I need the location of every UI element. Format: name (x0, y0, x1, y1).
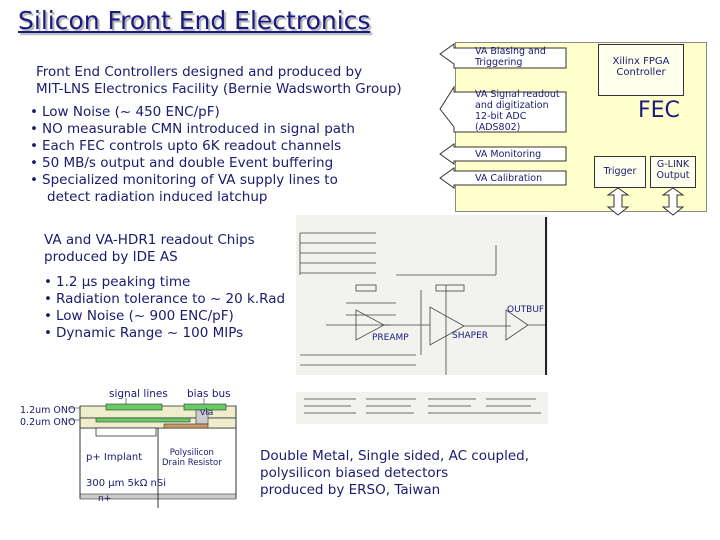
detector-line-2: polysilicon biased detectors (260, 465, 449, 481)
detector-cross-section (68, 398, 237, 508)
va-schematic (296, 215, 548, 375)
signal-text: 12-bit ADC (475, 111, 527, 122)
feature-list: Low Noise (~ 450 ENC/pF) NO measurable C… (30, 104, 355, 206)
fpga-controller-box: Xilinx FPGA Controller (598, 44, 684, 96)
signal-text: Triggering (475, 57, 523, 68)
p-implant (95, 427, 157, 437)
fpga-label-2: Controller (616, 67, 666, 78)
trigger-label: Trigger (603, 166, 637, 177)
fec-label: FEC (638, 98, 680, 123)
polysilicon-resistor (163, 423, 209, 429)
va-feature-item: Dynamic Range ~ 100 MIPs (44, 325, 285, 342)
va-feature-list: 1.2 µs peaking time Radiation tolerance … (44, 274, 285, 342)
feature-item: NO measurable CMN introduced in signal p… (30, 121, 355, 138)
io-arrows (606, 188, 685, 216)
signal-line-metal (105, 403, 163, 411)
feature-item: Low Noise (~ 450 ENC/pF) (30, 104, 355, 121)
schematic-drawing (299, 217, 547, 375)
arrow-va-biasing (439, 43, 567, 69)
fec-signal-arrows (439, 43, 567, 189)
glink-label-2: Output (656, 170, 690, 181)
detector-line-3: produced by ERSO, Taiwan (260, 482, 441, 498)
outbuf-label: OUTBUF (507, 305, 545, 315)
substrate-label: 300 µm 5kΩ nSi (86, 478, 166, 489)
signal-va-biasing: VA Biasing and Triggering (475, 46, 546, 68)
glink-label-1: G-LINK (656, 159, 690, 170)
signal-text: and digitization (475, 100, 549, 111)
preamp-label: PREAMP (372, 333, 409, 343)
trigger-arrow (606, 188, 630, 216)
parameter-strip (296, 392, 548, 424)
trigger-box: Trigger (594, 156, 646, 188)
va-chip-text: VA and VA-HDR1 readout Chips produced by… (44, 232, 255, 266)
signal-text: VA Biasing and (475, 46, 546, 57)
parameter-text-lines (304, 398, 541, 414)
implant-label: p+ Implant (86, 452, 143, 463)
shaper-label: SHAPER (452, 331, 489, 341)
fpga-label-1: Xilinx FPGA (612, 56, 670, 67)
bias-bus-label: bias bus (187, 388, 231, 400)
va-feature-item: Radiation tolerance to ~ 20 k.Rad (44, 291, 285, 308)
arrow-va-monitoring (439, 143, 567, 165)
arrow-va-calibration (439, 167, 567, 189)
intro-line-1: Front End Controllers designed and produ… (36, 64, 363, 80)
resistor-label-line: Drain Resistor (162, 458, 222, 468)
oxide-thickness-2: 0.2um ONO (20, 417, 76, 428)
signal-text: (ADS802) (475, 122, 521, 133)
resistor-label-line: Polysilicon (169, 448, 214, 458)
oxide-thickness-1: 1.2um ONO (20, 405, 76, 416)
arrow-va-readout (439, 85, 567, 133)
feature-continuation: detect radiation induced latchup (47, 189, 268, 205)
va-feature-item: 1.2 µs peaking time (44, 274, 285, 291)
va-line-1: VA and VA-HDR1 readout Chips (44, 232, 255, 248)
feature-item: 50 MB/s output and double Event bufferin… (30, 155, 355, 172)
va-feature-item: Low Noise (~ 900 ENC/pF) (44, 308, 285, 325)
intro-text: Front End Controllers designed and produ… (36, 64, 402, 98)
signal-va-calibration: VA Calibration (475, 173, 543, 184)
via-label: via (200, 408, 214, 418)
intro-line-2: MIT-LNS Electronics Facility (Bernie Wad… (36, 81, 402, 97)
signal-text: VA Signal readout (475, 89, 560, 100)
glink-arrow (661, 188, 685, 216)
glink-box: G-LINK Output (650, 156, 696, 188)
signal-va-readout: VA Signal readout and digitization 12-bi… (475, 89, 560, 133)
detector-line-1: Double Metal, Single sided, AC coupled, (260, 448, 530, 464)
page-title: Silicon Front End Electronics (18, 6, 371, 35)
signal-lines-label: signal lines (109, 388, 168, 400)
resistor-label: Polysilicon Drain Resistor (162, 448, 222, 468)
feature-item: Each FEC controls upto 6K readout channe… (30, 138, 355, 155)
feature-item: Specialized monitoring of VA supply line… (30, 172, 355, 189)
signal-va-monitoring: VA Monitoring (475, 149, 542, 160)
detector-text: Double Metal, Single sided, AC coupled, … (260, 448, 529, 499)
va-line-2: produced by IDE AS (44, 249, 178, 265)
ac-coupling-metal (95, 417, 191, 423)
n-plus-label: n+ (98, 494, 112, 504)
